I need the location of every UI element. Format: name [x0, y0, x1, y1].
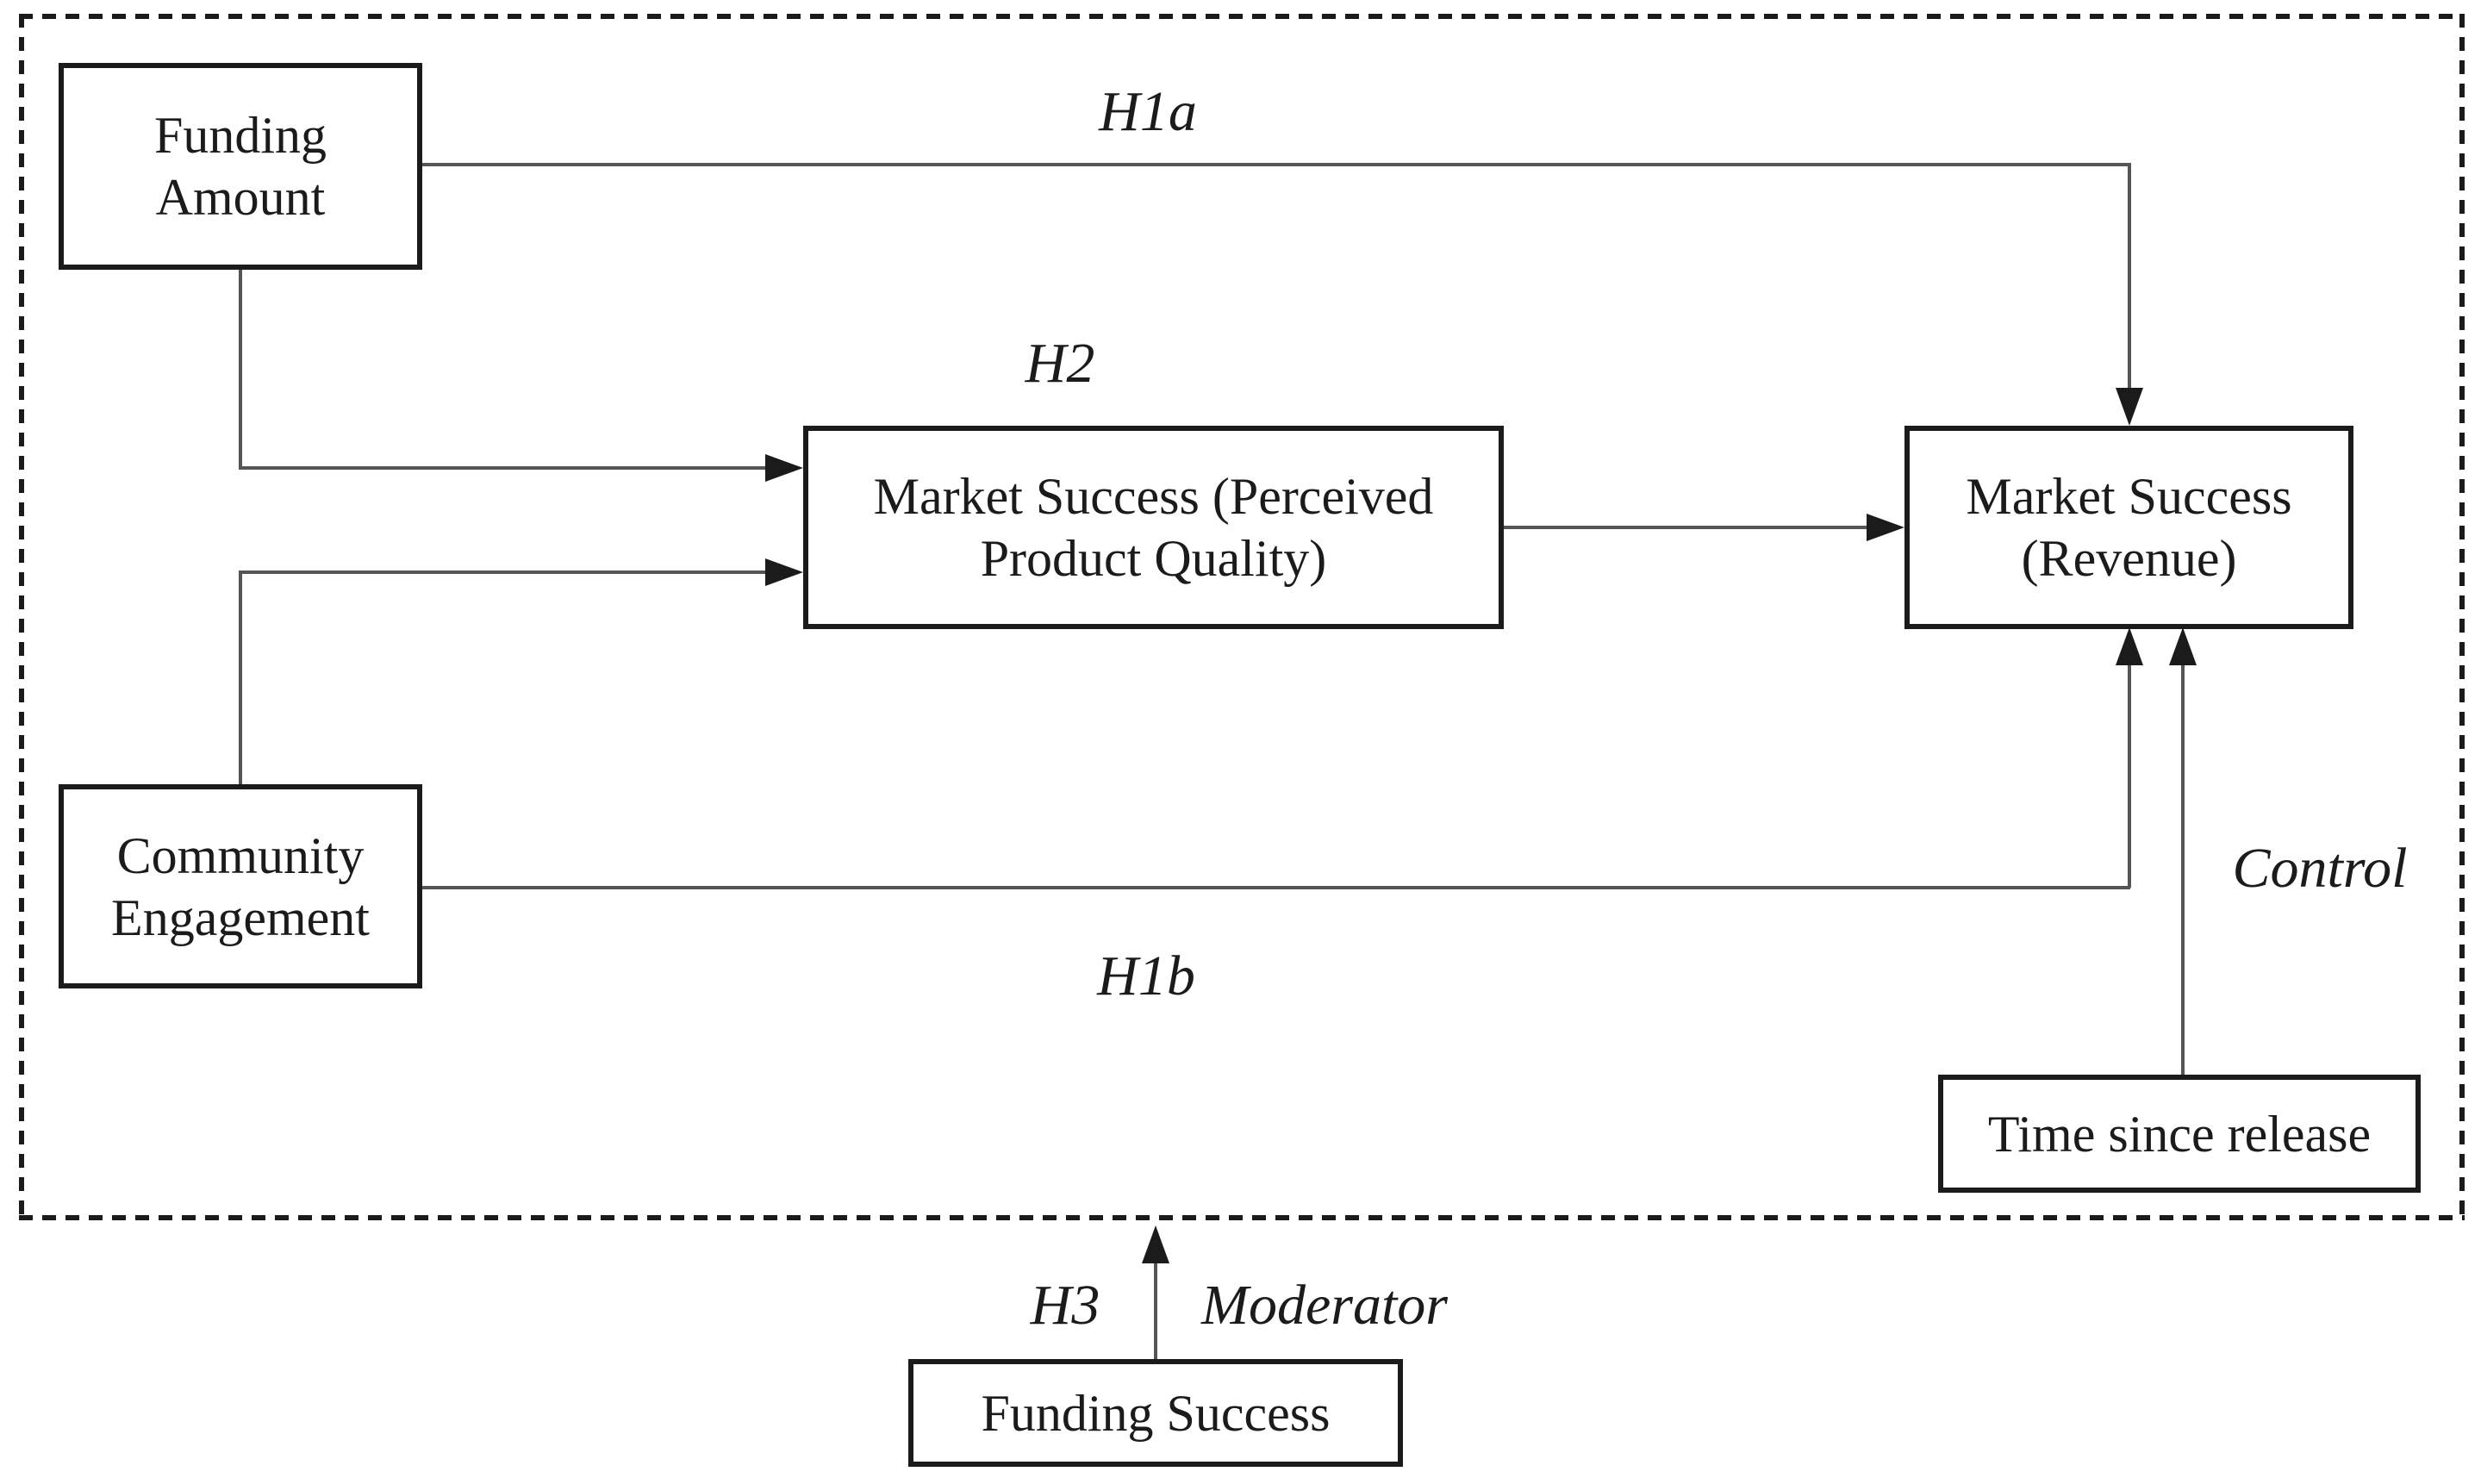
box-funding-amount-label-line2: Amount: [155, 169, 326, 226]
funding-to-quality-arrowhead-right-icon: [765, 454, 803, 482]
h1a-line-vertical: [2128, 163, 2131, 390]
quality-to-revenue-line: [1504, 526, 1873, 529]
community-to-quality-line-horizontal: [239, 571, 770, 574]
box-market-success-revenue: Market Success (Revenue): [1904, 426, 2353, 629]
box-revenue-label-line1: Market Success: [1966, 468, 2292, 525]
h1b-line-vertical: [2128, 662, 2131, 888]
box-time-since-release-label: Time since release: [1987, 1105, 2372, 1163]
box-market-success-perceived-quality: Market Success (Perceived Product Qualit…: [803, 426, 1504, 629]
funding-to-quality-line-horizontal: [239, 466, 770, 470]
model-boundary-top: [19, 14, 2465, 19]
box-time-since-release: Time since release: [1938, 1075, 2421, 1193]
label-control: Control: [2232, 837, 2408, 900]
control-line-vertical: [2181, 662, 2185, 1075]
h1b-line-horizontal: [422, 886, 2130, 889]
box-revenue-label-line2: (Revenue): [2021, 530, 2237, 587]
funding-to-quality-line-vertical: [239, 270, 242, 470]
label-h1a: H1a: [1099, 80, 1197, 143]
h3-moderator-arrowhead-up-icon: [1142, 1225, 1169, 1263]
label-h1b: H1b: [1097, 945, 1195, 1007]
box-funding-success-label: Funding Success: [981, 1384, 1331, 1442]
community-to-quality-arrowhead-right-icon: [765, 558, 803, 586]
label-h2: H2: [1025, 332, 1095, 395]
h3-moderator-line-vertical: [1154, 1258, 1157, 1359]
box-funding-amount: Funding Amount: [59, 63, 422, 270]
box-funding-amount-label-line1: Funding: [153, 107, 327, 164]
box-community-engagement-label-line2: Engagement: [111, 889, 370, 946]
box-community-engagement-label-line1: Community: [116, 826, 365, 884]
box-community-engagement: Community Engagement: [59, 784, 422, 988]
h1a-line-horizontal: [422, 163, 2130, 166]
box-perceived-quality-label-line2: Product Quality): [980, 530, 1327, 587]
community-to-quality-line-vertical: [239, 572, 242, 784]
box-perceived-quality-label-line1: Market Success (Perceived: [873, 468, 1434, 525]
quality-to-revenue-arrowhead-right-icon: [1867, 514, 1904, 541]
model-boundary-right: [2459, 14, 2465, 1220]
model-boundary-bottom: [19, 1215, 2465, 1220]
h1a-arrowhead-down-icon: [2116, 388, 2143, 426]
model-boundary-left: [19, 14, 24, 1220]
box-funding-success: Funding Success: [908, 1359, 1403, 1467]
h1b-arrowhead-up-icon: [2116, 627, 2143, 665]
label-moderator: Moderator: [1201, 1274, 1448, 1337]
label-h3: H3: [1030, 1274, 1100, 1337]
control-arrowhead-up-icon: [2169, 627, 2197, 665]
